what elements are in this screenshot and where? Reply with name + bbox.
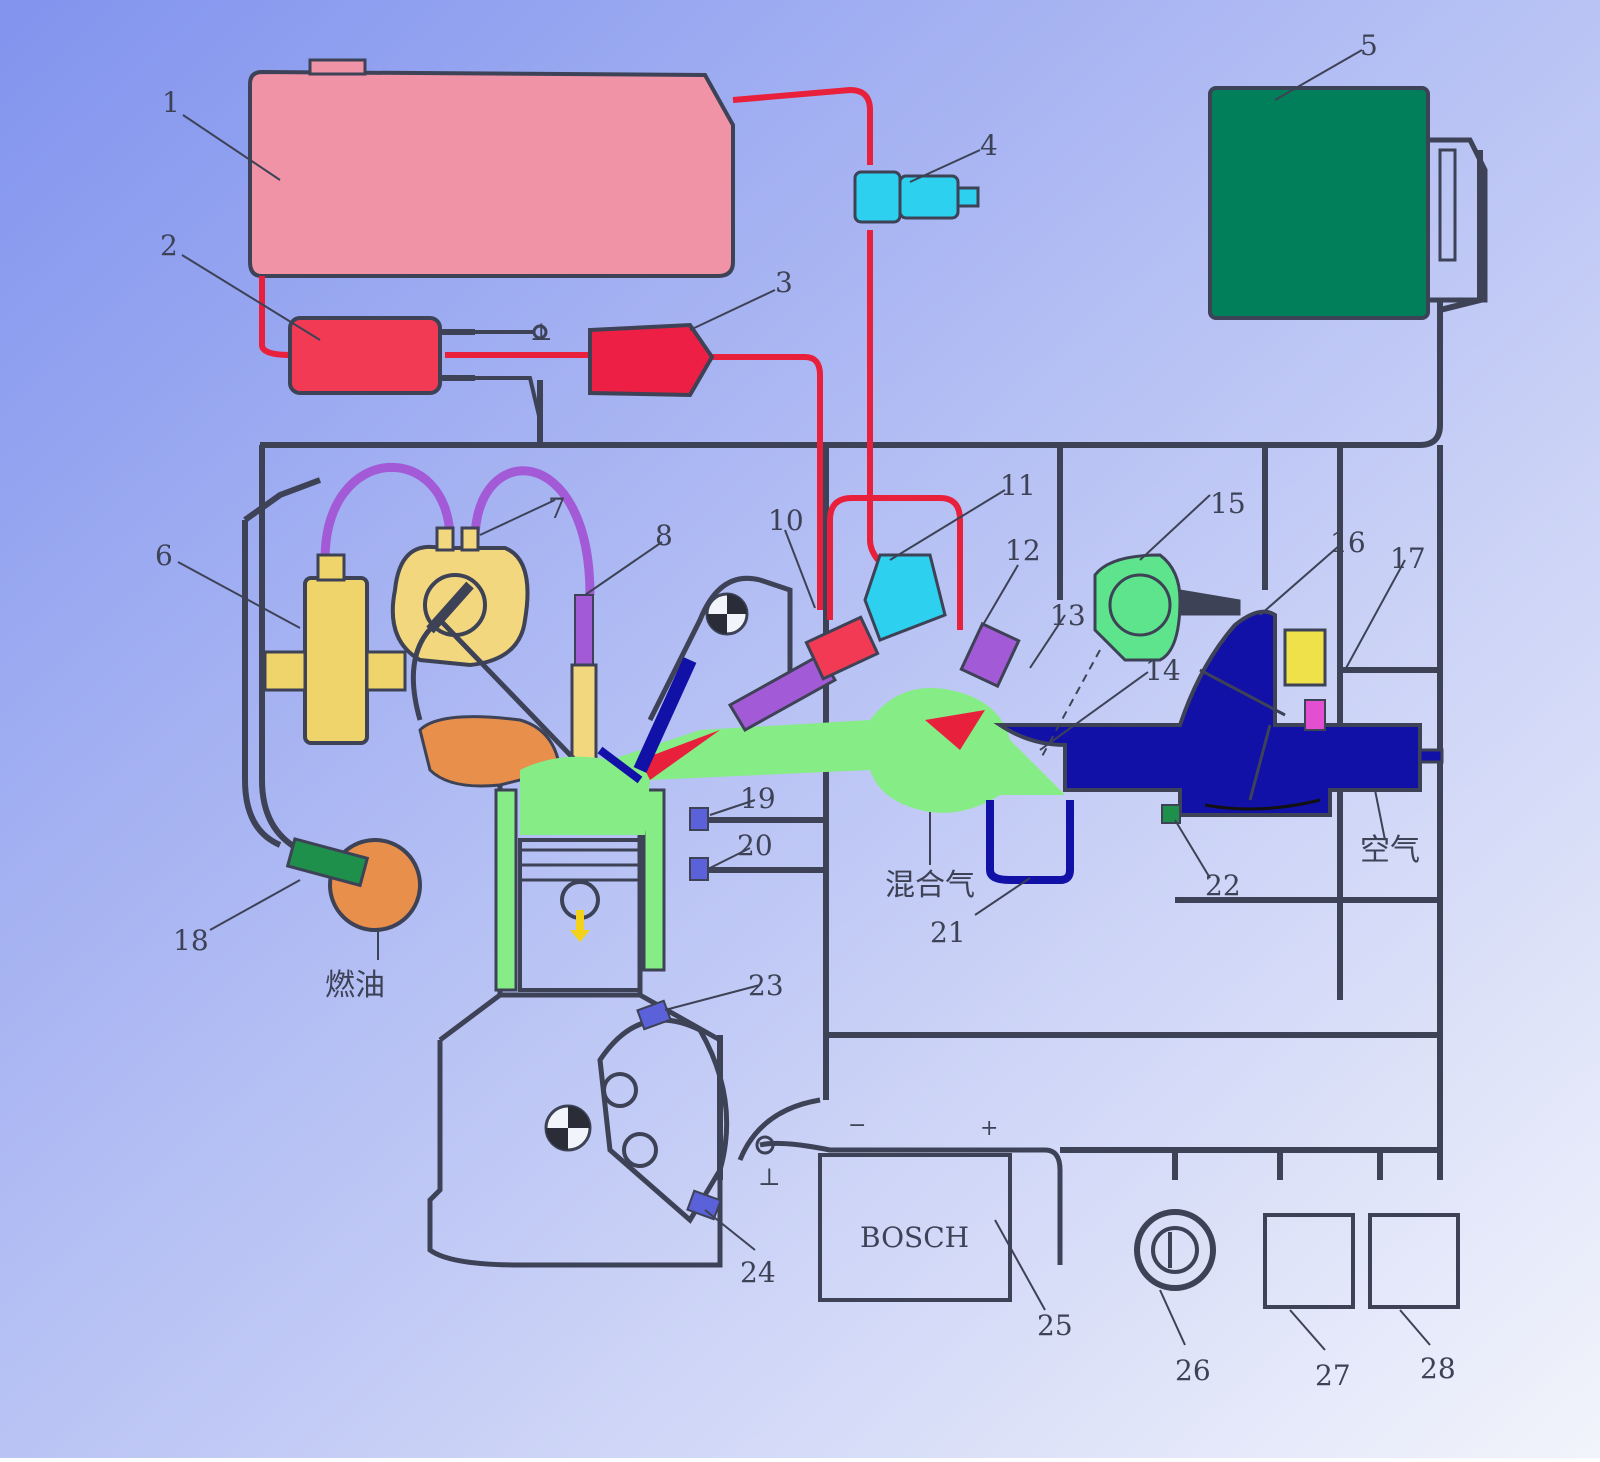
- air-temp-sensor: [1283, 628, 1327, 731]
- cold-start-valve: [863, 553, 947, 642]
- throttle-switch: [1093, 553, 1241, 662]
- callout-20: 20: [737, 829, 773, 862]
- callout-23: 23: [748, 969, 784, 1002]
- fuel-label: 燃油: [325, 968, 385, 1003]
- callout-1: 1: [162, 86, 180, 119]
- callout-8: 8: [655, 519, 673, 552]
- callout-26: 26: [1175, 1354, 1211, 1387]
- spark-plug-wires: [320, 462, 595, 596]
- engine-temp-sensors: [689, 804, 1181, 881]
- mixture-label: 混合气: [885, 868, 975, 903]
- fuel-tank: [248, 58, 735, 278]
- ignition-coil: [263, 553, 407, 745]
- oxygen-sensor-unit: [285, 837, 422, 932]
- callout-13: 13: [1050, 599, 1086, 632]
- pump-relay: [1368, 1213, 1460, 1309]
- callout-10: 10: [768, 504, 804, 537]
- pump-ground-symbol: ⊥: [530, 318, 553, 346]
- electronic-control-unit: [1208, 86, 1488, 320]
- callout-24: 24: [740, 1256, 776, 1289]
- air-label: 空气: [1360, 833, 1420, 868]
- battery-minus-label: −: [848, 1113, 866, 1138]
- battery-ground-symbol: ⊥: [758, 1163, 781, 1191]
- callout-16: 16: [1330, 526, 1366, 559]
- main-relay: [1263, 1213, 1355, 1309]
- callout-numbers: 1 2 3 4 5 6 7 8 10 11 12 13 14 15 16 17 …: [155, 29, 1456, 1392]
- fuel-filter: [588, 322, 715, 398]
- callout-11: 11: [1000, 469, 1036, 502]
- ignition-switch: [1134, 1209, 1216, 1291]
- callout-2: 2: [160, 229, 178, 262]
- fuel-injector: [727, 615, 880, 733]
- callout-21: 21: [930, 916, 966, 949]
- callout-4: 4: [980, 129, 998, 162]
- callout-3: 3: [775, 266, 793, 299]
- crank-flywheel: [544, 1017, 730, 1224]
- callout-12: 12: [1005, 534, 1041, 567]
- camshaft-pulley: [705, 592, 749, 636]
- intake-mixture-flow: [520, 688, 1065, 835]
- reference-mark-sensors: [636, 999, 722, 1221]
- battery-plus-label: +: [980, 1116, 998, 1141]
- cylinder-walls: [494, 788, 666, 992]
- callout-14: 14: [1145, 654, 1181, 687]
- battery: BOSCH − + ⊥: [755, 1113, 1063, 1302]
- area-labels: 燃油 混合气 空气: [325, 833, 1420, 1003]
- callout-22: 22: [1205, 869, 1241, 902]
- callout-25: 25: [1037, 1309, 1073, 1342]
- callout-7: 7: [548, 492, 566, 525]
- leader-lines: [177, 49, 1431, 1351]
- callout-28: 28: [1420, 1352, 1456, 1385]
- intake-valve: [597, 657, 697, 784]
- auxiliary-air-valve: [959, 621, 1021, 689]
- callout-18: 18: [173, 924, 209, 957]
- fuel-pressure-damper: [853, 170, 980, 224]
- callout-15: 15: [1210, 487, 1246, 520]
- callout-17: 17: [1390, 542, 1426, 575]
- spark-plug: [570, 594, 598, 762]
- electric-fuel-pump: [288, 316, 548, 421]
- battery-brand-label: BOSCH: [860, 1221, 969, 1254]
- callout-27: 27: [1315, 1359, 1351, 1392]
- air-flow-meter: [993, 609, 1444, 817]
- piston: [518, 838, 642, 992]
- callout-19: 19: [740, 782, 776, 815]
- fuel-lines: [259, 86, 963, 630]
- callout-6: 6: [155, 539, 173, 572]
- callout-5: 5: [1360, 29, 1378, 62]
- idle-bypass: [986, 800, 1074, 884]
